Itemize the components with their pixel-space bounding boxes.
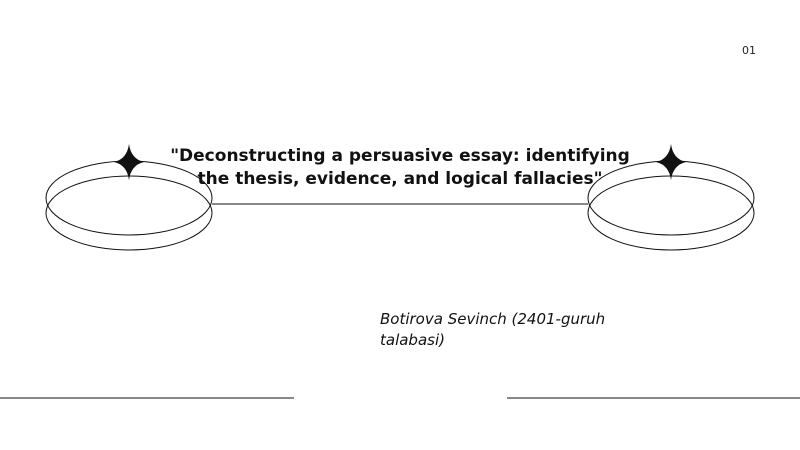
title-line-2: the thesis, evidence, and logical fallac… xyxy=(197,169,603,189)
author-line-1: Botirova Sevinch (2401-guruh xyxy=(380,310,606,328)
page-number: 01 xyxy=(742,44,756,57)
left-sparkle-icon xyxy=(114,144,144,180)
slide-title: "Deconstructing a persuasive essay: iden… xyxy=(140,145,660,191)
author-name: Botirova Sevinch (2401-guruh talabasi) xyxy=(380,309,640,351)
author-line-2: talabasi) xyxy=(380,331,445,349)
title-line-1: "Deconstructing a persuasive essay: iden… xyxy=(170,146,630,166)
right-sparkle-icon xyxy=(656,144,686,180)
